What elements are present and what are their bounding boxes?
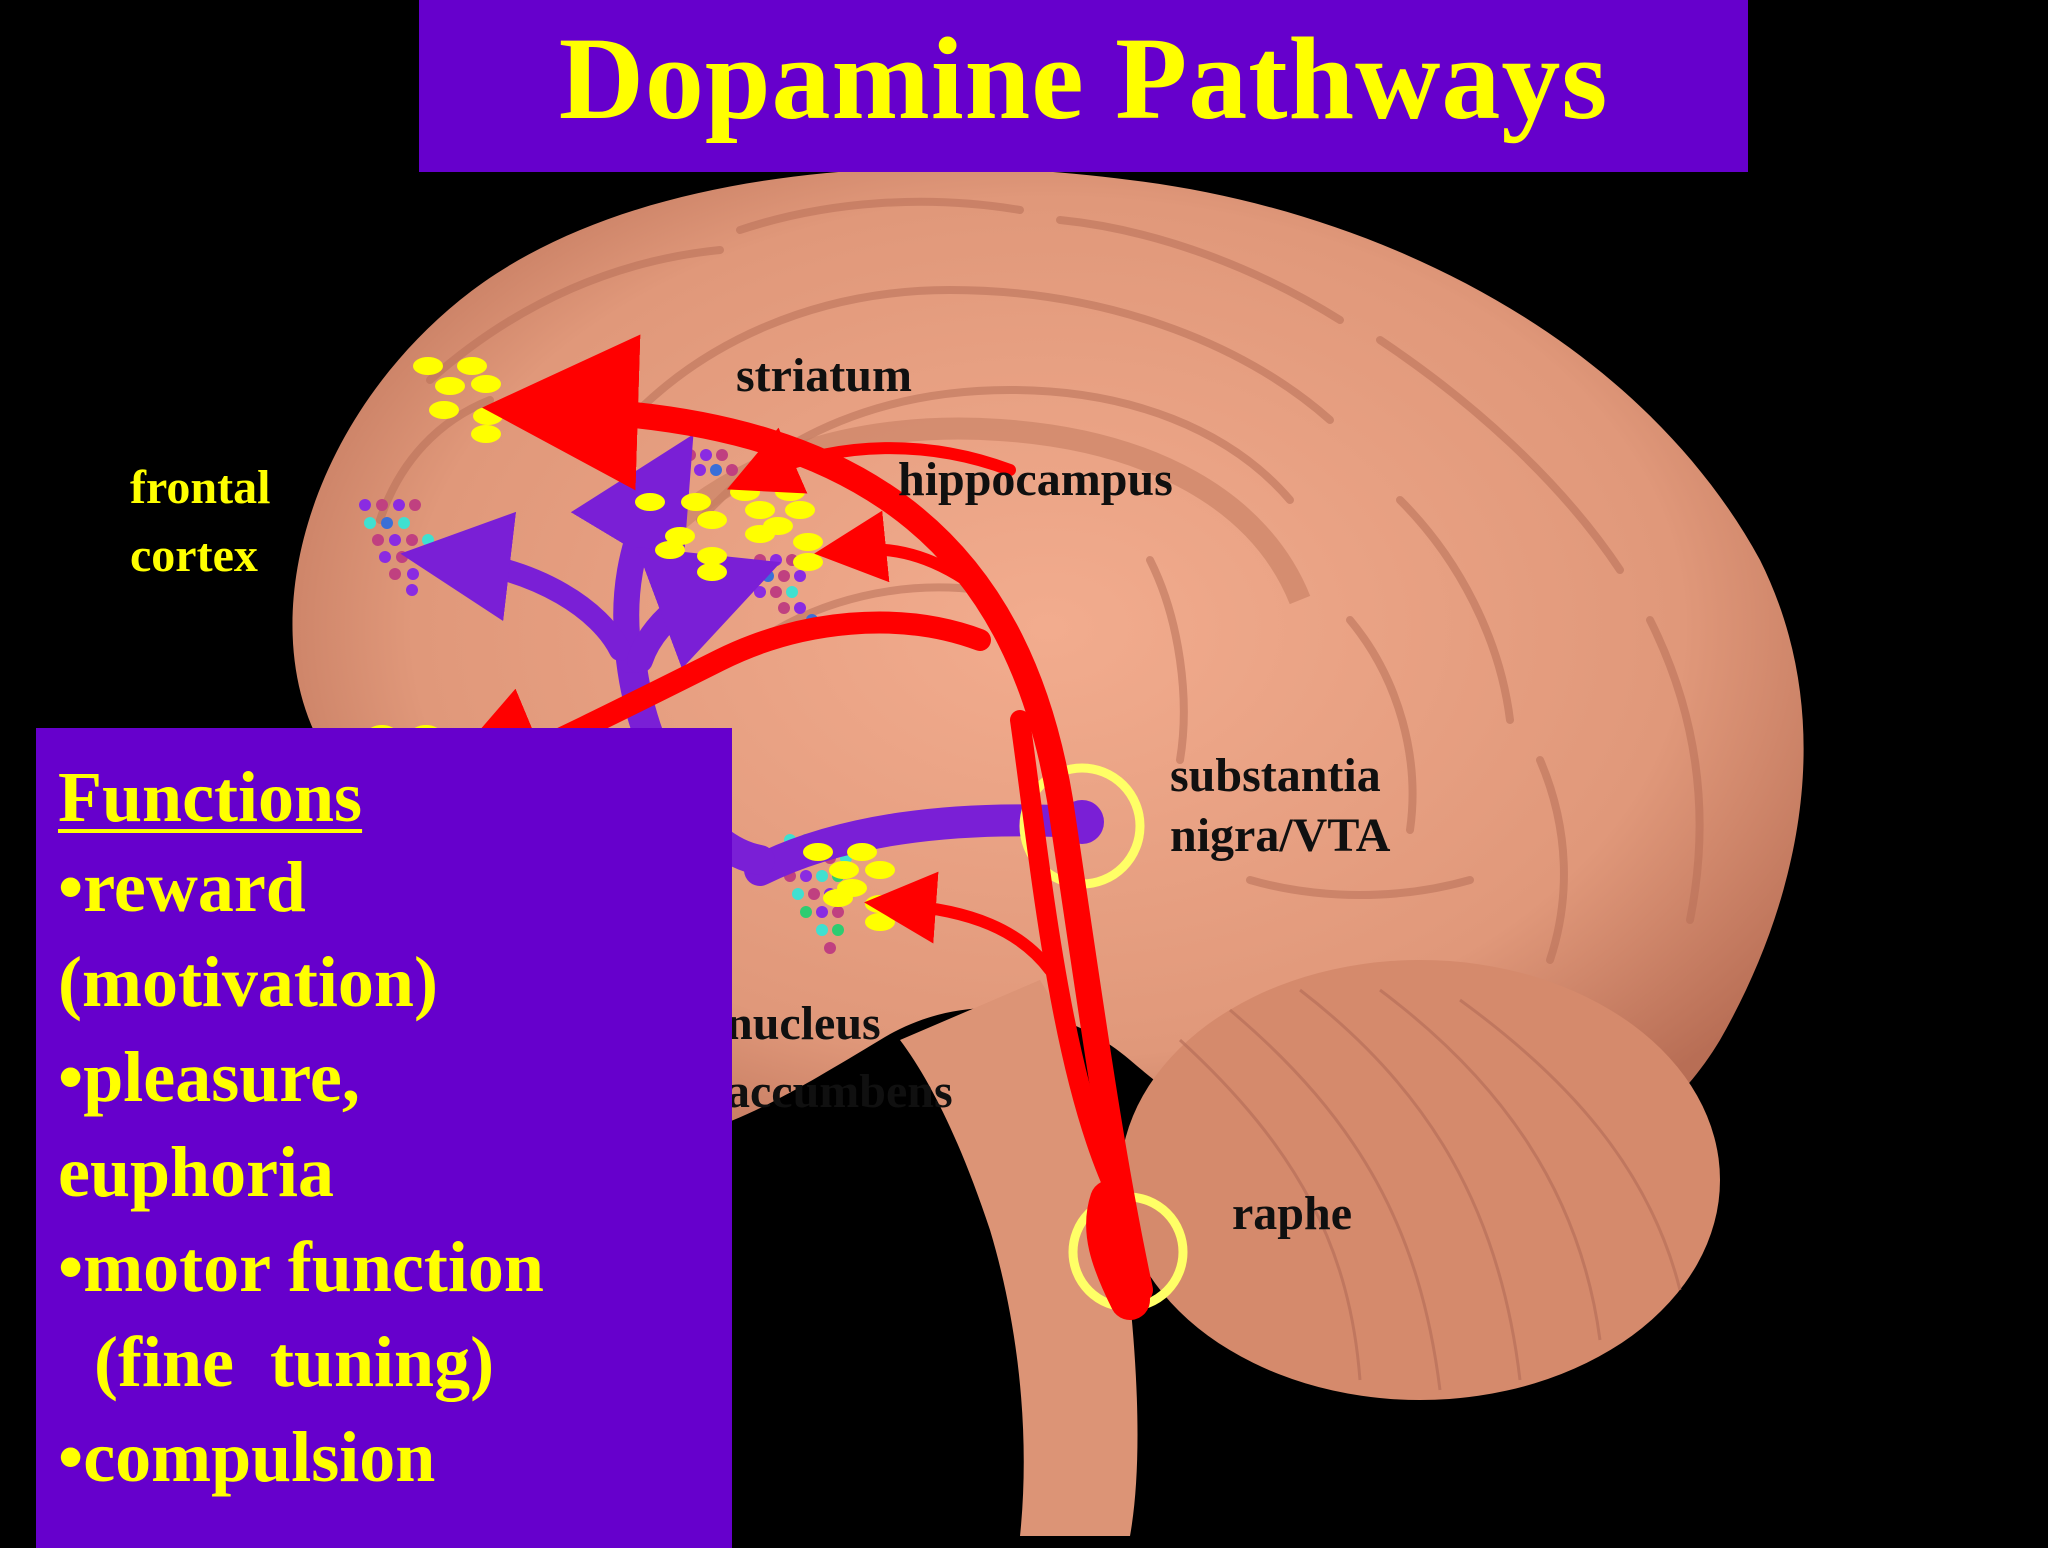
- label-hippocampus: hippocampus: [898, 453, 1173, 506]
- label-striatum: striatum: [736, 349, 912, 402]
- functions-heading: Functions: [58, 757, 363, 837]
- function-item: (motivation): [58, 942, 438, 1022]
- function-item: •compulsion: [58, 1417, 436, 1497]
- label-nucleus-line2: accumbens: [726, 1065, 953, 1118]
- function-item: euphoria: [58, 1132, 335, 1212]
- functions-panel: Functions •reward (motivation) •pleasure…: [36, 728, 732, 1548]
- brainstem: [900, 980, 1138, 1536]
- function-item: •motor function: [58, 1227, 544, 1307]
- page-title: Dopamine Pathways: [558, 13, 1609, 144]
- label-frontal-cortex-line2: cortex: [130, 529, 258, 582]
- label-substantia-line2: nigra/VTA: [1170, 809, 1391, 862]
- title-banner: Dopamine Pathways: [419, 0, 1748, 172]
- cerebellum: [1120, 960, 1720, 1400]
- label-raphe: raphe: [1232, 1187, 1352, 1240]
- function-item: (fine tuning): [58, 1322, 495, 1402]
- function-item: •pleasure,: [58, 1037, 360, 1117]
- label-substantia-line1: substantia: [1170, 749, 1381, 802]
- function-item: •reward: [58, 847, 306, 927]
- label-frontal-cortex-line1: frontal: [130, 461, 271, 514]
- label-nucleus-line1: nucleus: [726, 997, 881, 1050]
- red-pathways: [419, 334, 1153, 1320]
